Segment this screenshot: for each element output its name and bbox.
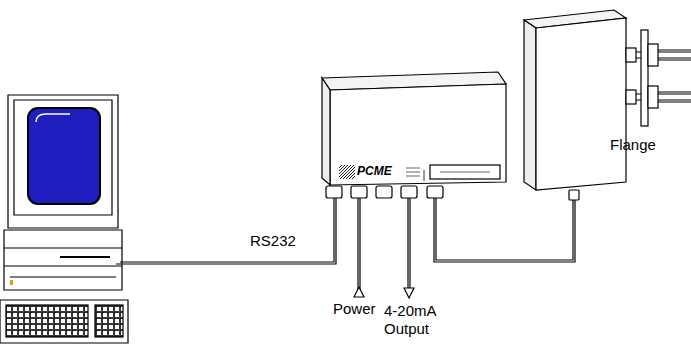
rs232-cable — [120, 198, 334, 262]
sensor-housing — [536, 18, 626, 190]
flange-probes — [626, 30, 691, 126]
keyboard — [0, 300, 128, 343]
part-label: Flange — [610, 136, 656, 154]
signal-label: RS232 — [250, 232, 296, 250]
power-label: Power — [333, 300, 376, 318]
monitor-screen — [28, 108, 100, 204]
sensor-cable — [434, 198, 575, 262]
power-wire — [358, 198, 360, 292]
logo-plate: PCME — [357, 164, 394, 178]
computer-base — [4, 230, 122, 290]
output-label: 4-20mA Output — [384, 302, 446, 338]
monitor-case — [8, 95, 118, 228]
controller-front — [330, 84, 506, 185]
logo-text: PCME — [357, 164, 394, 178]
output-wire — [408, 198, 410, 290]
cable-glands — [326, 186, 443, 198]
